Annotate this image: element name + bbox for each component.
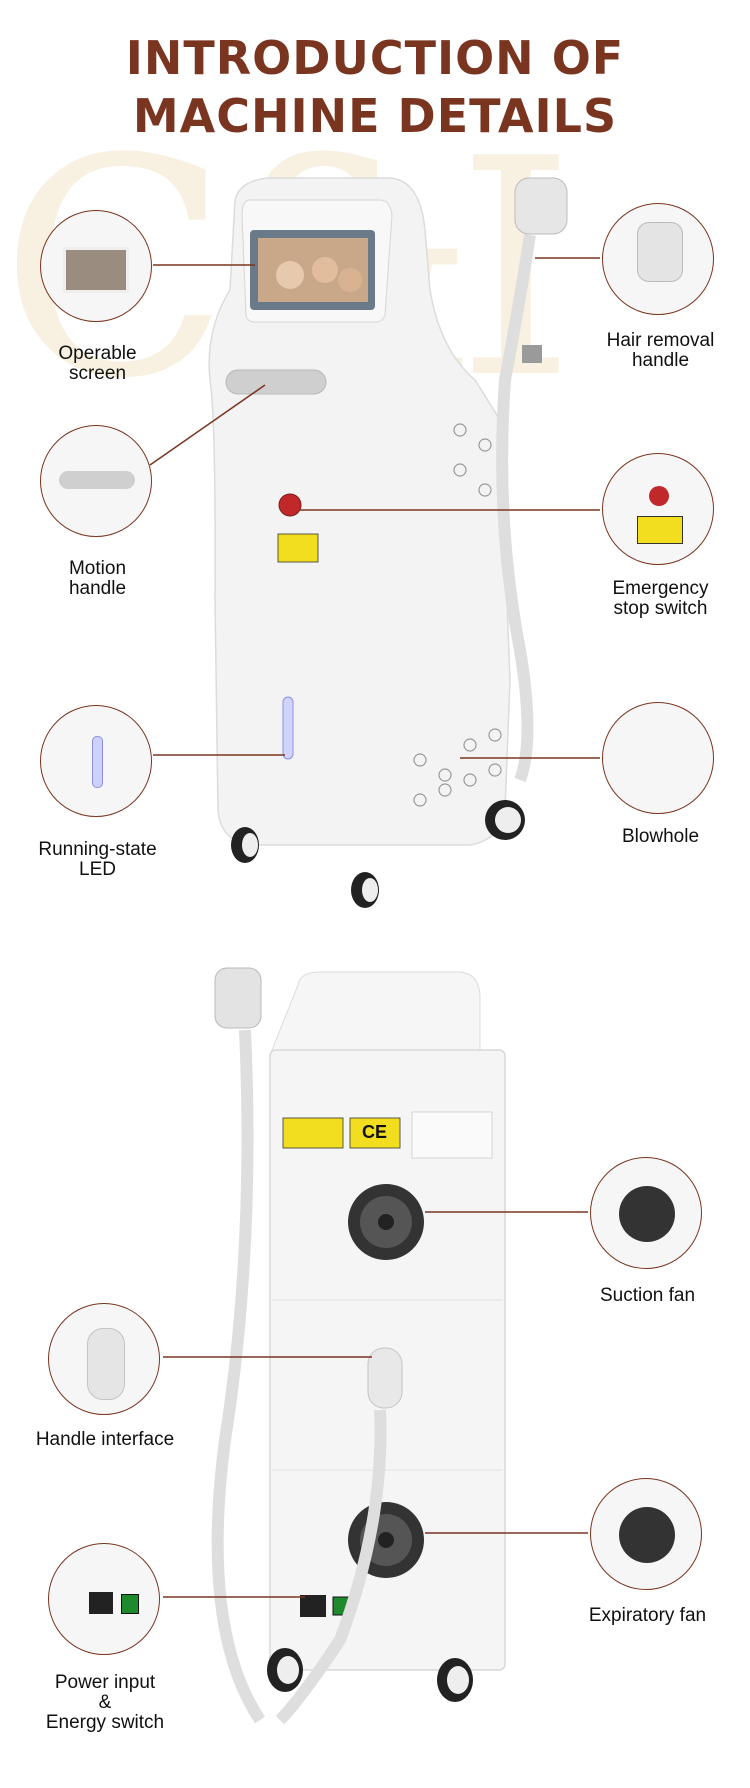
label-power: Power input&Energy switch xyxy=(45,1672,165,1733)
callout-expiratory-fan xyxy=(590,1478,702,1590)
callout-emergency xyxy=(602,453,714,565)
page-title-line1: INTRODUCTION OF xyxy=(125,31,625,85)
connector-lines xyxy=(149,257,600,1598)
callout-motion-handle xyxy=(40,425,152,537)
callout-running-led xyxy=(40,705,152,817)
callout-power xyxy=(48,1543,160,1655)
callout-handle-interface xyxy=(48,1303,160,1415)
label-handle-interface: Handle interface xyxy=(35,1429,175,1450)
callout-hair-handle xyxy=(602,203,714,315)
motion-handle-bar xyxy=(225,369,327,395)
emergency-stop-button xyxy=(278,493,302,517)
page-title-line2: MACHINE DETAILS xyxy=(132,89,618,143)
hair-removal-handle xyxy=(514,177,568,235)
label-suction-fan: Suction fan xyxy=(599,1285,696,1306)
ce-mark: CE xyxy=(362,1122,388,1142)
running-led xyxy=(282,696,294,760)
front-machine xyxy=(208,177,568,908)
callout-blowhole xyxy=(602,702,714,814)
label-blowhole: Blowhole xyxy=(621,826,700,847)
label-expiratory-fan: Expiratory fan xyxy=(588,1605,707,1626)
callout-suction-fan xyxy=(590,1157,702,1269)
back-machine xyxy=(211,967,506,1725)
callout-operable-screen xyxy=(40,210,152,322)
